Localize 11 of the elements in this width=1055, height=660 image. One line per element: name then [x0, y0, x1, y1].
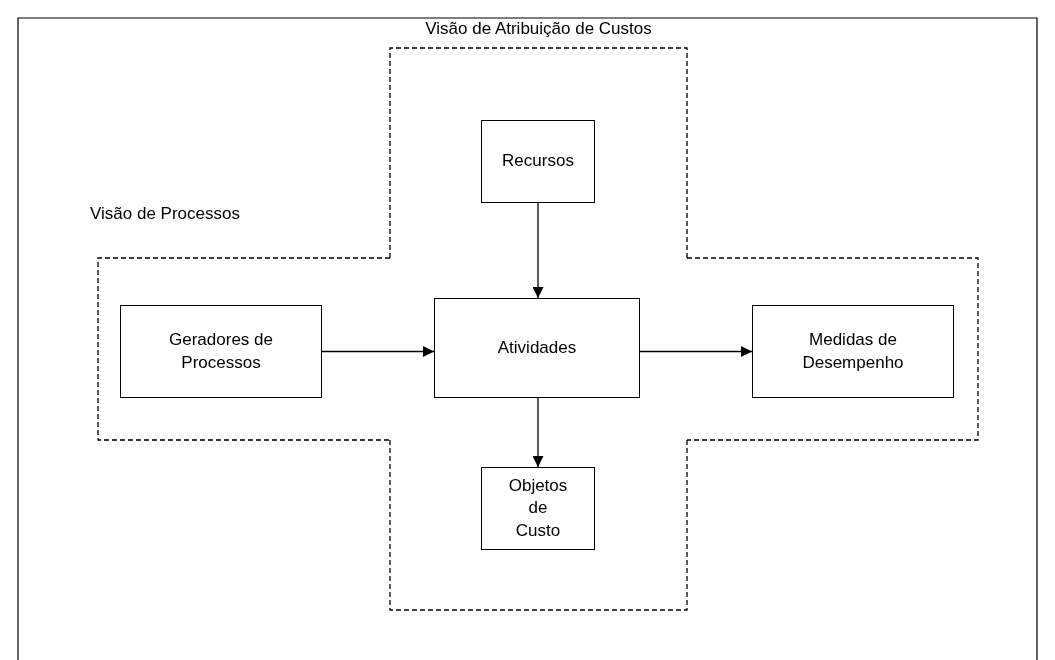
arrow	[321, 346, 435, 357]
process-box: Geradores de Processos	[120, 305, 322, 398]
arrow	[532, 202, 544, 299]
process-box: Objetos de Custo	[481, 467, 595, 550]
arrow	[639, 346, 753, 357]
arrow	[532, 397, 544, 468]
process-box: Medidas de Desempenho	[752, 305, 954, 398]
process-box: Atividades	[434, 298, 640, 398]
region-title: Visão de Atribuição de Custos	[424, 19, 653, 39]
region-title: Visão de Processos	[90, 204, 241, 224]
process-box: Recursos	[481, 120, 595, 203]
